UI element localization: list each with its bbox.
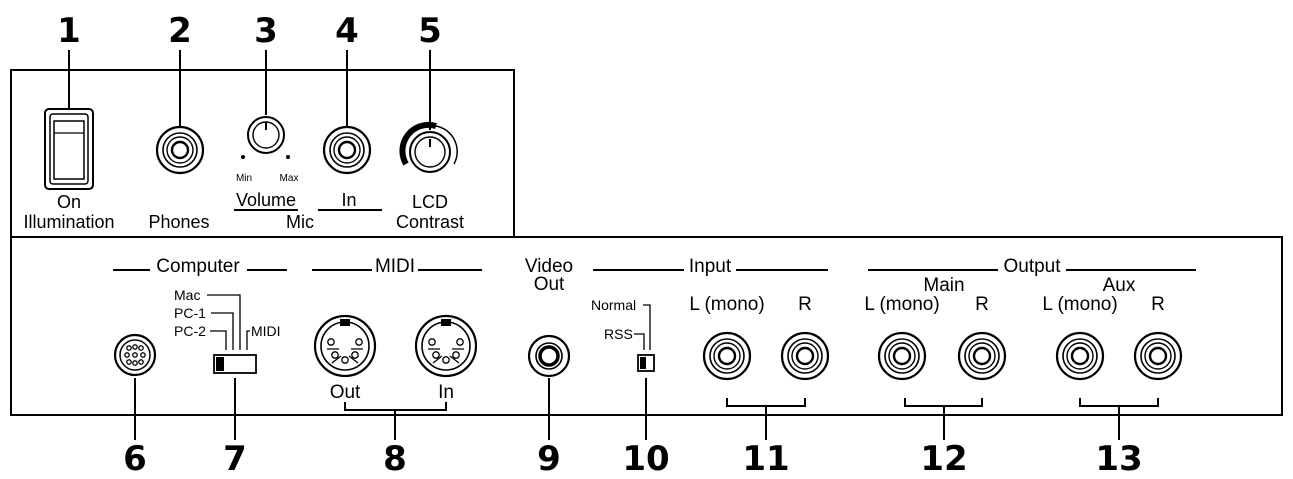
switch-pc2-label: PC-2 <box>174 323 206 339</box>
main-l-jack-icon[interactable] <box>877 331 927 381</box>
illumination-label: Illumination <box>23 212 114 232</box>
midi-out-label: Out <box>330 382 361 403</box>
switch-mac-label: Mac <box>174 287 200 303</box>
illumination-on-label: On <box>57 192 81 212</box>
callout-3: 3 <box>254 11 278 51</box>
aux-l-jack-icon[interactable] <box>1055 331 1105 381</box>
aux-r-jack-icon[interactable] <box>1133 331 1183 381</box>
aux-r-label: R <box>1151 294 1165 315</box>
volume-max-label: Max <box>280 173 299 184</box>
lcd-contrast-knob-icon[interactable] <box>399 121 458 173</box>
input-r-jack-icon[interactable] <box>780 331 830 381</box>
callout-8: 8 <box>383 439 407 479</box>
main-label: Main <box>923 275 964 296</box>
switch-midi-label: MIDI <box>251 323 281 339</box>
callout-1: 1 <box>57 11 81 51</box>
computer-switch-icon[interactable] <box>213 354 257 374</box>
callout-11: 11 <box>742 439 789 479</box>
switch-pc1-label: PC-1 <box>174 305 206 321</box>
aux-label: Aux <box>1103 275 1136 296</box>
callout-2: 2 <box>168 11 192 51</box>
callout-7: 7 <box>223 439 247 479</box>
phones-jack-icon[interactable] <box>155 125 205 175</box>
callout-13: 13 <box>1095 439 1142 479</box>
illumination-switch-icon[interactable] <box>44 108 94 190</box>
callout-10: 10 <box>622 439 669 479</box>
mic-volume-knob-icon[interactable] <box>247 116 285 154</box>
input-normal-rss-switch-icon[interactable] <box>637 354 655 372</box>
mic-label: Mic <box>286 212 314 232</box>
main-l-label: L (mono) <box>864 294 939 315</box>
input-label: Input <box>689 256 732 277</box>
video-out-label: Out <box>534 274 565 295</box>
callout-9: 9 <box>537 439 561 479</box>
volume-min-dot <box>241 155 245 159</box>
callout-6: 6 <box>123 439 147 479</box>
video-label: Video <box>525 256 573 277</box>
volume-min-label: Min <box>236 173 252 184</box>
mic-in-label: In <box>341 190 356 210</box>
input-l-jack-icon[interactable] <box>702 331 752 381</box>
volume-label: Volume <box>236 190 296 210</box>
input-rss-label: RSS <box>604 326 633 342</box>
main-r-jack-icon[interactable] <box>957 331 1007 381</box>
volume-max-dot <box>286 155 290 159</box>
callout-4: 4 <box>335 11 359 51</box>
main-r-label: R <box>975 294 989 315</box>
contrast-label: Contrast <box>396 212 464 232</box>
midi-out-port-icon[interactable] <box>313 314 377 378</box>
input-r-label: R <box>798 294 812 315</box>
computer-port-icon[interactable] <box>113 333 157 377</box>
midi-in-label: In <box>438 382 454 403</box>
midi-label: MIDI <box>375 256 415 277</box>
phones-label: Phones <box>148 212 209 232</box>
callout-12: 12 <box>920 439 967 479</box>
video-out-jack-icon[interactable] <box>527 334 571 378</box>
computer-label: Computer <box>156 256 240 277</box>
mic-in-jack-icon[interactable] <box>322 125 372 175</box>
input-l-label: L (mono) <box>689 294 764 315</box>
input-normal-label: Normal <box>591 297 636 313</box>
lcd-label: LCD <box>412 192 448 212</box>
output-label: Output <box>1003 256 1061 277</box>
aux-l-label: L (mono) <box>1042 294 1117 315</box>
midi-in-port-icon[interactable] <box>414 314 478 378</box>
callout-5: 5 <box>418 11 442 51</box>
